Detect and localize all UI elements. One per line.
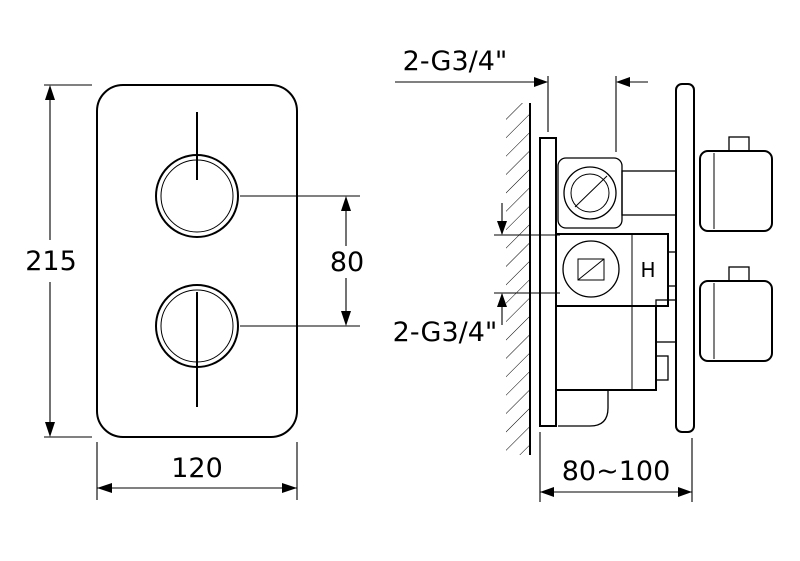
- dim-height-215: 215: [25, 84, 92, 438]
- arrow-left: [97, 483, 112, 493]
- top-handle: [699, 136, 773, 232]
- mixer-nub: [667, 251, 677, 287]
- arrow-up: [341, 196, 351, 211]
- dim-width-120: 120: [96, 442, 298, 500]
- bottom-knob-inner-circle: [160, 289, 234, 363]
- wall-hatch-area: [506, 103, 530, 455]
- wall-hatch: [506, 103, 531, 455]
- bottom-handle-tab: [728, 266, 750, 282]
- top-cartridge: [557, 157, 677, 229]
- arrow-left: [540, 487, 554, 497]
- arrow-left: [616, 77, 630, 87]
- dim-mid-ports: 2-G3/4": [393, 203, 560, 348]
- bottom-knob-circle: [155, 284, 239, 368]
- top-handle-tab: [728, 136, 750, 152]
- bottom-outlet: [558, 389, 609, 427]
- valve-body: H: [555, 157, 677, 427]
- lower-nub: [655, 355, 669, 381]
- bottom-valve-stem: [655, 299, 677, 343]
- dim-width-label: 120: [171, 453, 223, 484]
- lower-body: [555, 299, 677, 391]
- dim-knob-spacing-80: 80: [240, 195, 364, 327]
- mixer-cartridge: H: [555, 233, 677, 307]
- dim-height-label: 215: [25, 246, 77, 277]
- dim-top-ports-label: 2-G3/4": [403, 46, 508, 77]
- arrow-down: [497, 221, 507, 235]
- arrow-right: [678, 487, 692, 497]
- arrow-right: [534, 77, 548, 87]
- dim-mid-ports-label: 2-G3/4": [393, 317, 498, 348]
- bottom-handle: [699, 266, 773, 362]
- faceplate-outline: [96, 84, 298, 438]
- side-view: H 2-G3/4": [393, 46, 773, 502]
- dim-depth-label: 80~100: [562, 456, 671, 487]
- top-knob-inner-circle: [160, 159, 234, 233]
- arrow-up: [45, 85, 55, 100]
- hot-mark: H: [640, 258, 655, 282]
- top-knob-circle: [155, 154, 239, 238]
- top-knob: [155, 112, 239, 238]
- front-view: 215 80 120: [25, 84, 364, 500]
- mounting-bracket: [539, 137, 557, 427]
- arrow-down: [341, 311, 351, 326]
- arrow-up: [497, 293, 507, 307]
- dim-spacing-label: 80: [330, 247, 364, 278]
- arrow-down: [45, 422, 55, 437]
- bottom-knob: [155, 284, 239, 407]
- dim-depth: 80~100: [539, 432, 693, 502]
- top-valve-stem: [621, 170, 677, 216]
- arrow-right: [282, 483, 297, 493]
- trim-plate-edge: [675, 83, 695, 433]
- dim-top-ports: 2-G3/4": [395, 46, 648, 152]
